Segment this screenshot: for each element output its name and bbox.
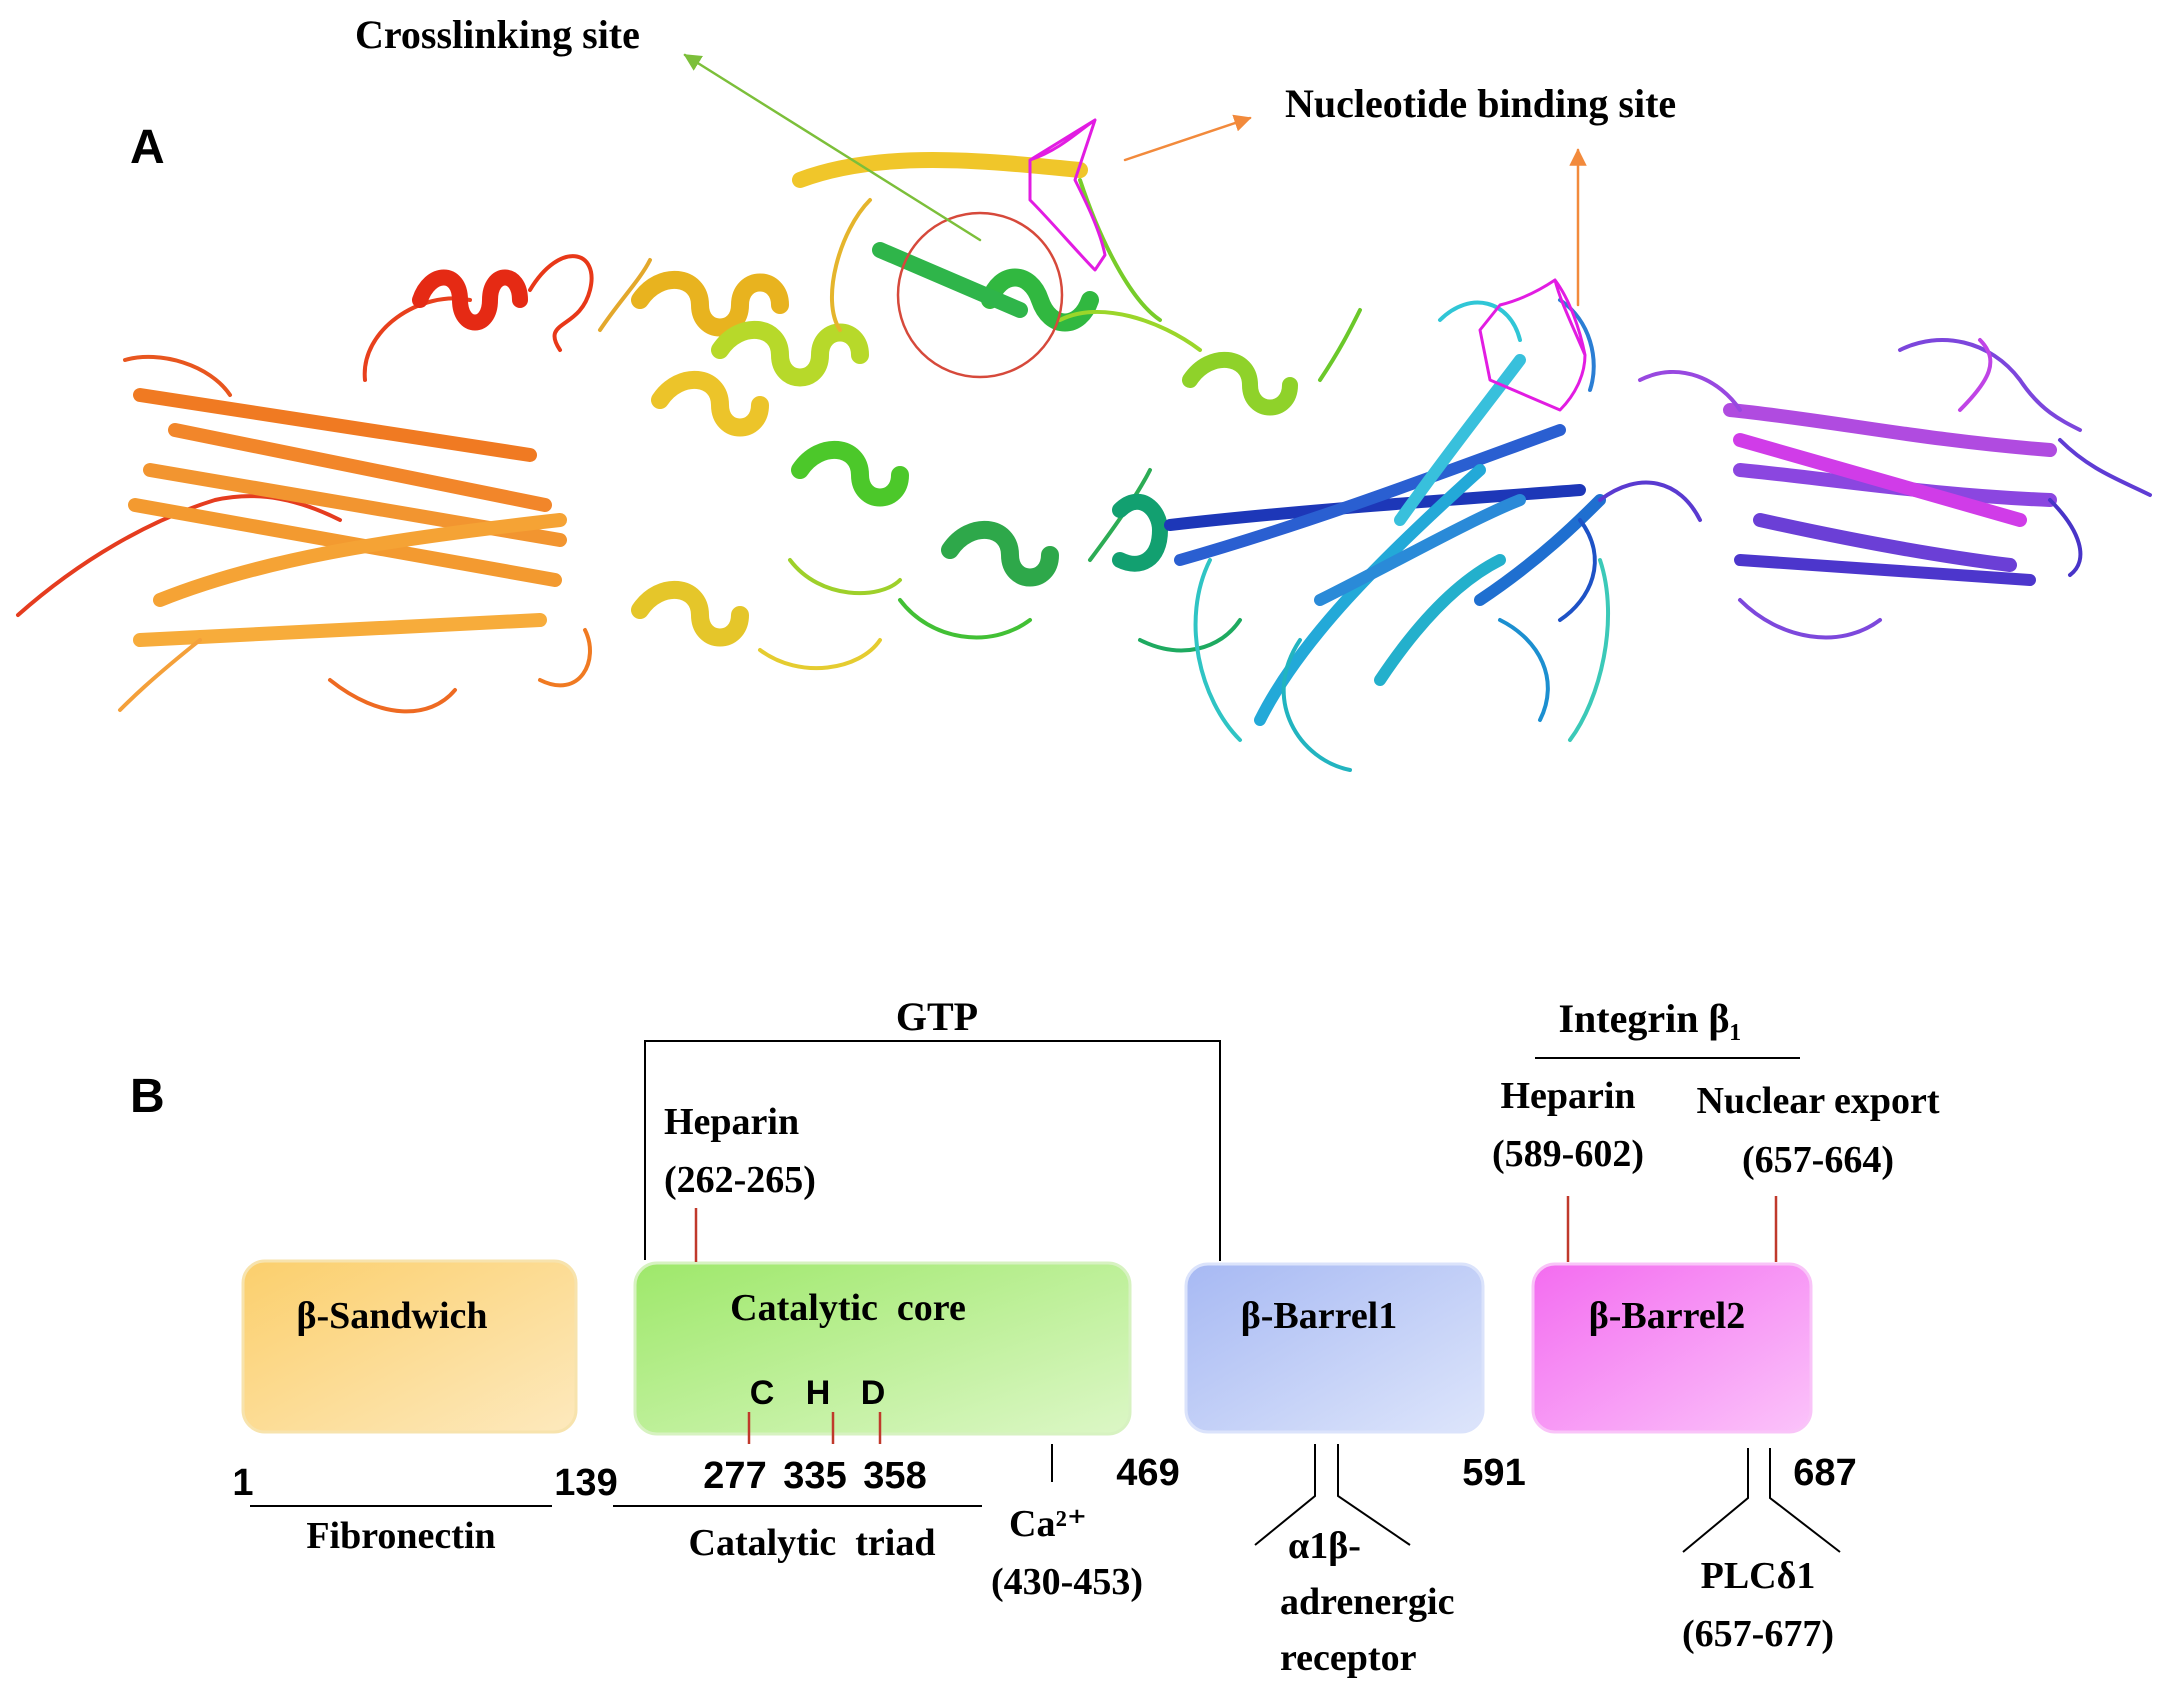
nucleotide-binding-site-label: Nucleotide binding site <box>1285 81 1676 126</box>
residue-position-277: 277 <box>703 1455 766 1497</box>
crosslinking-site-label: Crosslinking site <box>355 12 640 57</box>
calcium-label: Ca²⁺ <box>1009 1503 1087 1545</box>
panel-a-label: A <box>130 121 165 174</box>
catalytic-core-label: Catalytic core <box>730 1287 966 1329</box>
crosslinking-arrow <box>683 53 982 242</box>
calcium-range: (430-453) <box>991 1561 1143 1603</box>
nucleotide-arrow-1 <box>1123 114 1252 162</box>
residue-letter-d: D <box>861 1374 886 1412</box>
catalytic-triad-label: Catalytic triad <box>689 1522 936 1564</box>
beta-sandwich-label: β-Sandwich <box>296 1295 487 1337</box>
residue-letter-c: C <box>750 1374 775 1412</box>
beta-barrel-1-box <box>1184 1262 1485 1434</box>
boundary-469: 469 <box>1116 1452 1179 1494</box>
boundary-139: 139 <box>554 1462 617 1504</box>
crosslinking-site-circle <box>896 211 1064 379</box>
plc-range: (657-677) <box>1682 1613 1834 1655</box>
boundary-1: 1 <box>232 1462 253 1504</box>
heparin-1-range: (262-265) <box>664 1159 816 1201</box>
heparin-2-label: Heparin <box>1500 1075 1635 1117</box>
protein-ribbon-structure <box>16 53 2152 772</box>
heparin-1-label: Heparin <box>664 1101 799 1143</box>
residue-position-358: 358 <box>863 1455 926 1497</box>
catalytic-core-region <box>598 152 1362 671</box>
adrenergic-connector <box>1254 1444 1411 1546</box>
beta-barrel-2-box <box>1531 1262 1813 1434</box>
gtp-label: GTP <box>896 994 978 1039</box>
plc-label: PLCδ1 <box>1701 1555 1816 1597</box>
boundary-591: 591 <box>1462 1452 1525 1494</box>
nucleotide-site-marker-2 <box>1478 278 1587 412</box>
integrin-label: Integrin β₁ <box>1558 996 1741 1041</box>
adrenergic-label-3: receptor <box>1280 1637 1417 1679</box>
beta-barrel-2-label: β-Barrel2 <box>1589 1295 1746 1337</box>
nuclear-export-label: Nuclear export <box>1696 1080 1939 1122</box>
beta-barrel-1-label: β-Barrel1 <box>1241 1295 1398 1337</box>
residue-letter-h: H <box>806 1374 831 1412</box>
beta-sandwich-region <box>16 254 594 714</box>
heparin-2-range: (589-602) <box>1492 1133 1644 1175</box>
panel-b-label: B <box>130 1070 165 1123</box>
residue-position-335: 335 <box>783 1455 846 1497</box>
fibronectin-label: Fibronectin <box>306 1515 495 1557</box>
adrenergic-label-2: adrenergic <box>1280 1581 1454 1623</box>
boundary-687: 687 <box>1793 1452 1856 1494</box>
nucleotide-site-marker-1 <box>1028 118 1107 272</box>
catalytic-core-box <box>633 1261 1132 1436</box>
plc-connector <box>1682 1448 1841 1553</box>
nuclear-export-range: (657-664) <box>1742 1139 1894 1181</box>
gtp-bracket <box>644 1040 1221 1261</box>
adrenergic-label-1: α1β- <box>1288 1525 1361 1567</box>
beta-barrel-2-region <box>1598 338 2152 640</box>
beta-sandwich-box <box>241 1259 578 1434</box>
beta-barrel-1-region <box>1164 298 1611 772</box>
